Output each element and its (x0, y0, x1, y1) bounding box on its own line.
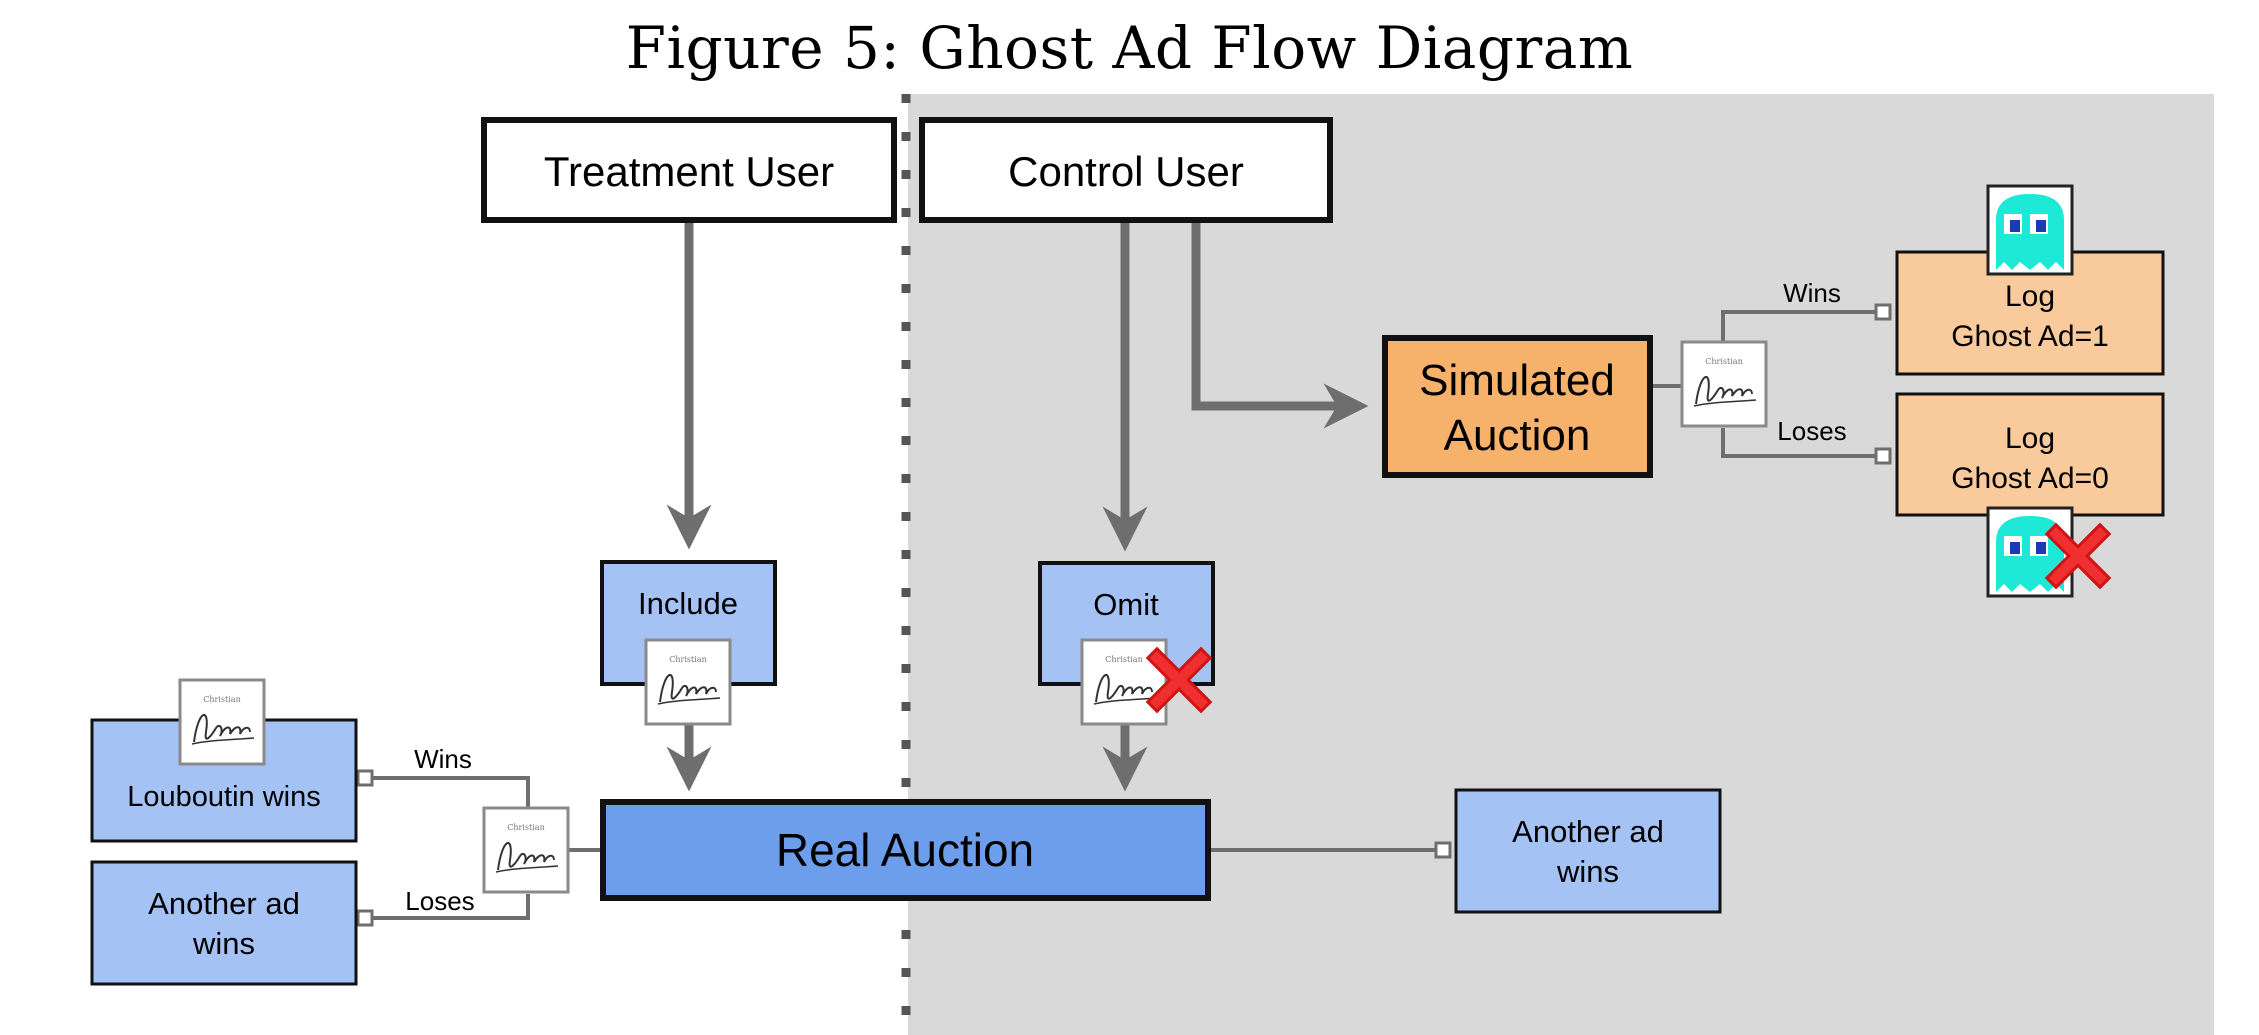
louboutin-wins-box: Louboutin wins (90, 678, 358, 843)
control-user-label: Control User (1008, 148, 1244, 195)
simulated-auction-box: Simulated Auction (1382, 335, 1653, 478)
connector-terminals (356, 303, 1892, 927)
include-box: Include (600, 560, 777, 726)
louboutin-logo-icon (482, 806, 570, 894)
figure-title: Figure 5: Ghost Ad Flow Diagram (625, 14, 1634, 82)
omit-box: Omit (1038, 561, 1215, 726)
louboutin-logo-icon (1680, 340, 1768, 428)
ghost-icon (1986, 184, 2074, 276)
log-ghost-ad-0-box: Log Ghost Ad=0 (1895, 392, 2165, 598)
another-ad-wins-box-right: Another ad wins (1454, 788, 1722, 914)
treatment-user-label: Treatment User (544, 148, 834, 195)
another-ad-line2-right: wins (1556, 854, 1619, 889)
another-ad-line2-left: wins (192, 926, 255, 961)
louboutin-wins-label: Louboutin wins (127, 781, 320, 813)
log0-line1: Log (2005, 422, 2055, 455)
log-ghost-ad-1-box: Log Ghost Ad=1 (1895, 184, 2165, 376)
simulated-auction-line1: Simulated (1419, 356, 1615, 405)
control-wins-label: Wins (1783, 278, 1841, 308)
include-label: Include (638, 586, 738, 621)
real-auction-label: Real Auction (776, 824, 1034, 876)
control-loses-label: Loses (1777, 416, 1846, 446)
another-ad-line1-right: Another ad (1512, 814, 1664, 849)
omit-label: Omit (1093, 587, 1159, 622)
treatment-user-box: Treatment User (481, 117, 897, 223)
log0-line2: Ghost Ad=0 (1951, 462, 2109, 495)
louboutin-logo-icon (178, 678, 266, 766)
louboutin-logo-icon (644, 638, 732, 726)
treatment-loses-label: Loses (405, 886, 474, 916)
control-user-box: Control User (919, 117, 1333, 223)
another-ad-line1-left: Another ad (148, 886, 300, 921)
simulated-auction-line2: Auction (1444, 411, 1591, 460)
log1-line1: Log (2005, 280, 2055, 313)
treatment-wins-label: Wins (414, 744, 472, 774)
another-ad-wins-box-left: Another ad wins (90, 860, 358, 986)
log1-line2: Ghost Ad=1 (1951, 320, 2109, 353)
connectors (372, 222, 1877, 920)
real-auction-box: Real Auction (600, 799, 1211, 901)
